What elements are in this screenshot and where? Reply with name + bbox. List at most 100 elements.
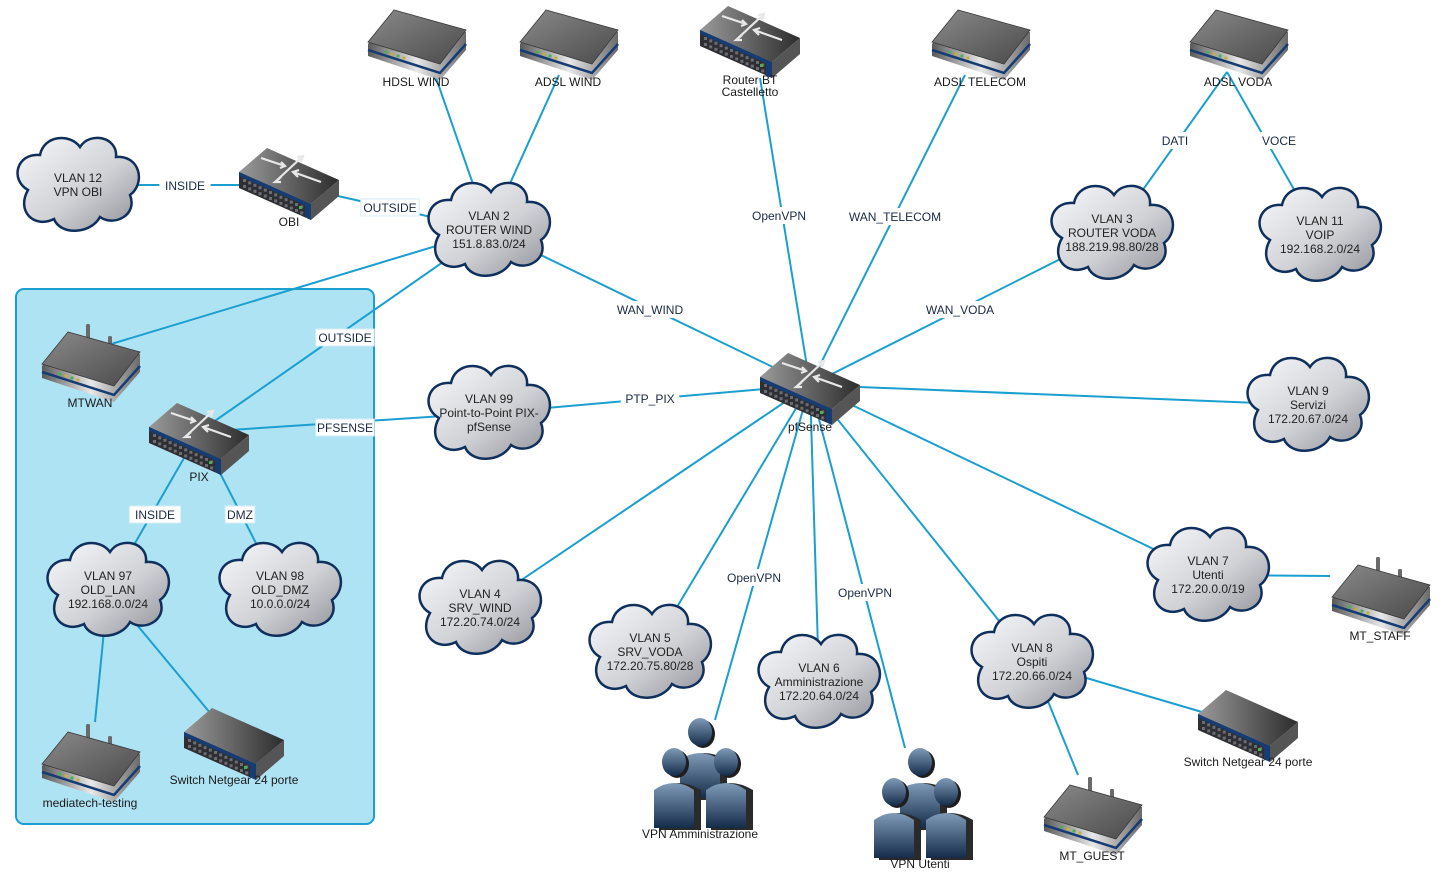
link-pfsense-vlan9[interactable]: [809, 384, 1309, 406]
link-label-bg: [617, 301, 683, 318]
link-pfsense-vlan7[interactable]: [809, 384, 1209, 576]
modem-icon: [1189, 9, 1289, 80]
link-label: WAN_VODA: [926, 301, 994, 318]
node-adsl-telecom[interactable]: ADSL TELECOM: [931, 9, 1031, 89]
link-label-bg: [724, 569, 784, 586]
device-label: MTWAN: [68, 396, 113, 410]
node-mediatech[interactable]: mediatech-testing: [41, 724, 141, 810]
link-pfsense-vpn_users[interactable]: [809, 384, 906, 749]
cloud-label-line: VLAN 5: [629, 631, 671, 645]
link-pfsense-vlan4[interactable]: [479, 384, 811, 609]
node-pix[interactable]: PIX: [149, 403, 249, 484]
link-label: OpenVPN: [835, 584, 895, 601]
cloud-label-line: VLAN 99: [465, 392, 513, 406]
link-label-bg: [835, 584, 895, 601]
link-label-text: PTP_PIX: [625, 392, 674, 406]
cloud-label-line: Point-to-Point PIX-: [439, 406, 538, 420]
node-hdsl-wind[interactable]: HDSL WIND: [367, 9, 467, 89]
link-label-text: OpenVPN: [727, 571, 781, 585]
device-label: ADSL WIND: [535, 75, 602, 89]
cloud-icon: [418, 559, 543, 655]
modem-icon: [1043, 784, 1143, 855]
cloud-label-line: VLAN 97: [84, 569, 132, 583]
link-label-bg: [159, 177, 211, 194]
cloud-label-line: 172.20.74.0/24: [440, 615, 520, 629]
cloud-label-line: SRV_WIND: [448, 601, 511, 615]
cloud-icon: [1258, 186, 1383, 282]
node-pfsense[interactable]: pfSense: [760, 353, 860, 434]
device-label: VPN Amministrazione: [642, 827, 758, 841]
cloud-label-line: Servizi: [1290, 398, 1326, 412]
modem-icon: [41, 731, 141, 802]
link-label-bg: [851, 208, 939, 225]
node-mt-guest[interactable]: MT_GUEST: [1043, 777, 1143, 863]
cloud-label-line: 151.8.83.0/24: [452, 237, 526, 251]
node-mt-staff[interactable]: MT_STAFF: [1331, 557, 1431, 643]
cloud-label-line: 172.20.75.80/28: [607, 659, 694, 673]
cloud-label-line: VPN OBI: [54, 185, 103, 199]
node-mtwan[interactable]: MTWAN: [41, 324, 141, 410]
link-pfsense-vlan6[interactable]: [809, 384, 820, 683]
link-router_bt-pfsense[interactable]: [759, 77, 811, 386]
node-adsl-wind[interactable]: ADSL WIND: [519, 9, 619, 89]
link-label: INSIDE: [159, 177, 211, 194]
link-label: DMZ: [224, 505, 256, 524]
modem-icon: [367, 9, 467, 80]
node-switch-old[interactable]: Switch Netgear 24 porte: [170, 708, 299, 787]
link-pfsense-vlan8[interactable]: [809, 384, 1033, 663]
router-switch-icon: [149, 403, 249, 475]
cloud-icon: [757, 633, 882, 729]
cloud-label-line: 172.20.67.0/24: [1268, 412, 1348, 426]
link-label-bg: [128, 505, 182, 524]
cloud-icon: [1246, 356, 1371, 452]
node-vpn-users[interactable]: VPN Utenti: [874, 748, 973, 871]
modem-icon: [519, 9, 619, 80]
device-label: HDSL WIND: [383, 75, 450, 89]
cloud-label-line: VLAN 3: [1091, 212, 1133, 226]
node-adsl-voda[interactable]: ADSL VODA: [1189, 9, 1289, 89]
link-label-bg: [360, 198, 420, 217]
cloud-icon: [427, 181, 552, 277]
device-label: VPN Utenti: [890, 857, 949, 871]
device-label: Castelletto: [722, 85, 779, 99]
device-label: Switch Netgear 24 porte: [170, 773, 299, 787]
cloud-label-line: ROUTER VODA: [1068, 226, 1156, 240]
link-label-bg: [315, 328, 375, 347]
link-adsl_telecom-pfsense[interactable]: [809, 74, 966, 386]
node-vpn-admin[interactable]: VPN Amministrazione: [642, 718, 758, 841]
cloud-icon: [1146, 526, 1271, 622]
cloud-label-line: 172.20.0.0/19: [1171, 582, 1245, 596]
link-label: OpenVPN: [724, 569, 784, 586]
cloud-icon: [970, 613, 1095, 709]
cloud-label-line: VLAN 2: [468, 209, 510, 223]
link-label-text: WAN_VODA: [926, 303, 994, 317]
link-pfsense-vpn_admin[interactable]: [714, 384, 811, 721]
node-switch-guest[interactable]: Switch Netgear 24 porte: [1184, 690, 1313, 769]
modem-icon: [931, 9, 1031, 80]
link-vlan2-mtwan[interactable]: [107, 229, 490, 346]
link-label: OpenVPN: [749, 207, 809, 224]
cloud-label-line: VLAN 12: [54, 171, 102, 185]
link-label-text: OUTSIDE: [363, 201, 416, 215]
link-label-text: DMZ: [227, 508, 253, 522]
device-label: mediatech-testing: [43, 796, 138, 810]
network-switch-icon: [184, 708, 284, 780]
link-label-text: WAN_TELECOM: [849, 210, 941, 224]
node-obi[interactable]: OBI: [239, 148, 339, 229]
modem-icon: [41, 331, 141, 402]
